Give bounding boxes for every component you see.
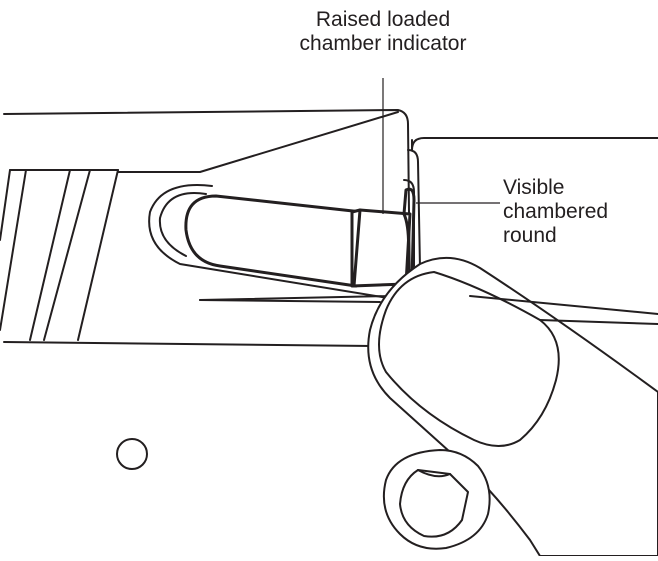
round-label-line1: Visible: [503, 176, 565, 199]
indicator-label-line1: Raised loaded: [315, 8, 451, 31]
barrel-hood: [148, 184, 389, 299]
chambered-round: [184, 194, 412, 288]
indicator-callout: Raised loaded chamber indicator: [258, 8, 508, 56]
round-callout: Visible chambered round: [503, 176, 653, 248]
round-label-line3: round: [503, 224, 557, 247]
takedown-lever: [382, 449, 491, 550]
loaded-chamber-indicator: [402, 187, 416, 282]
slide-serrations: [0, 169, 119, 341]
pin-hole: [116, 438, 148, 470]
round-label-line2: chambered: [503, 200, 609, 223]
leader-lines: [382, 78, 500, 214]
indicator-label-line2: chamber indicator: [299, 32, 467, 55]
